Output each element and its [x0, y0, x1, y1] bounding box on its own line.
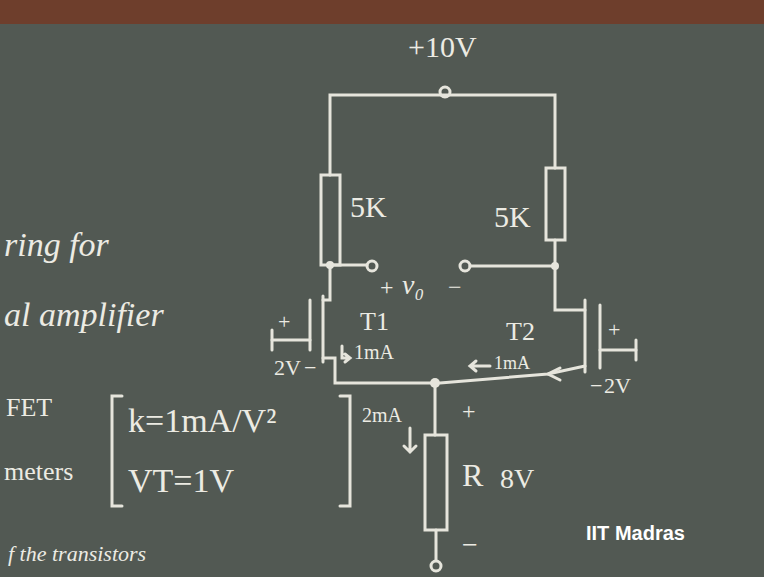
voltage-label: 8V [500, 464, 534, 495]
gate-terminal [271, 330, 274, 350]
bracket [340, 396, 350, 506]
parameter-value: k=1mA/V² [128, 402, 276, 439]
wires [112, 87, 636, 571]
part-name: R [462, 458, 483, 493]
polarity-sign: + [608, 318, 620, 342]
supply-wire [330, 95, 555, 175]
mosfet-channel [584, 300, 587, 372]
gate-lead [272, 339, 310, 342]
polarity-sign: − [304, 356, 316, 380]
signal-name: v₀ [402, 270, 424, 301]
drain-wire [555, 240, 585, 310]
output-wire [330, 264, 367, 267]
note-text: FET [6, 394, 52, 423]
output-terminal [367, 261, 377, 271]
supply-label: +10V [408, 30, 477, 63]
polarity-sign: − [448, 274, 462, 300]
resistor-symbol [321, 175, 340, 265]
current-arrow [404, 428, 416, 452]
voltage-label: 2V [604, 374, 631, 398]
current-label: 1mA [354, 341, 394, 363]
tail-wire [434, 383, 437, 435]
junction-dot [551, 262, 559, 270]
resistor-value: 5K [350, 190, 387, 223]
watermark: IIT Madras [586, 522, 685, 544]
polarity-sign: + [278, 310, 290, 334]
voltage-label: 2V [274, 356, 301, 380]
note-text: meters [4, 458, 73, 487]
gate-lead [600, 349, 636, 352]
note-text: al amplifier [4, 296, 164, 333]
resistor-value: 5K [494, 200, 531, 233]
polarity-sign: + [462, 398, 476, 424]
current-arrow [470, 361, 490, 371]
mosfet-channel [322, 296, 325, 362]
current-arrow [342, 346, 350, 362]
part-name: T1 [360, 308, 389, 337]
ground-wire [435, 530, 438, 560]
junction-dot [326, 261, 334, 269]
current-label: 1mA [494, 354, 530, 374]
gate-terminal [635, 340, 638, 360]
current-label: 2mA [362, 404, 402, 426]
drain-wire [323, 265, 330, 300]
mosfet-gate [599, 305, 602, 368]
polarity-sign: − [462, 530, 478, 561]
output-wire [470, 265, 555, 268]
resistor-symbol [425, 435, 447, 530]
bottom-terminal [431, 561, 441, 571]
parameter-value: VT=1V [128, 462, 234, 499]
part-name: T2 [506, 318, 535, 347]
bracket [112, 396, 122, 506]
output-terminal [460, 261, 470, 271]
junction-dot [430, 378, 440, 388]
mosfet-gate [309, 300, 312, 350]
note-text: ring for [4, 226, 109, 263]
note-text: f the transistors [8, 542, 146, 566]
polarity-sign: + [380, 274, 394, 300]
board-frame [0, 0, 764, 24]
polarity-sign: − [590, 374, 602, 398]
current-arrow [548, 368, 560, 380]
resistor-symbol [546, 168, 565, 240]
